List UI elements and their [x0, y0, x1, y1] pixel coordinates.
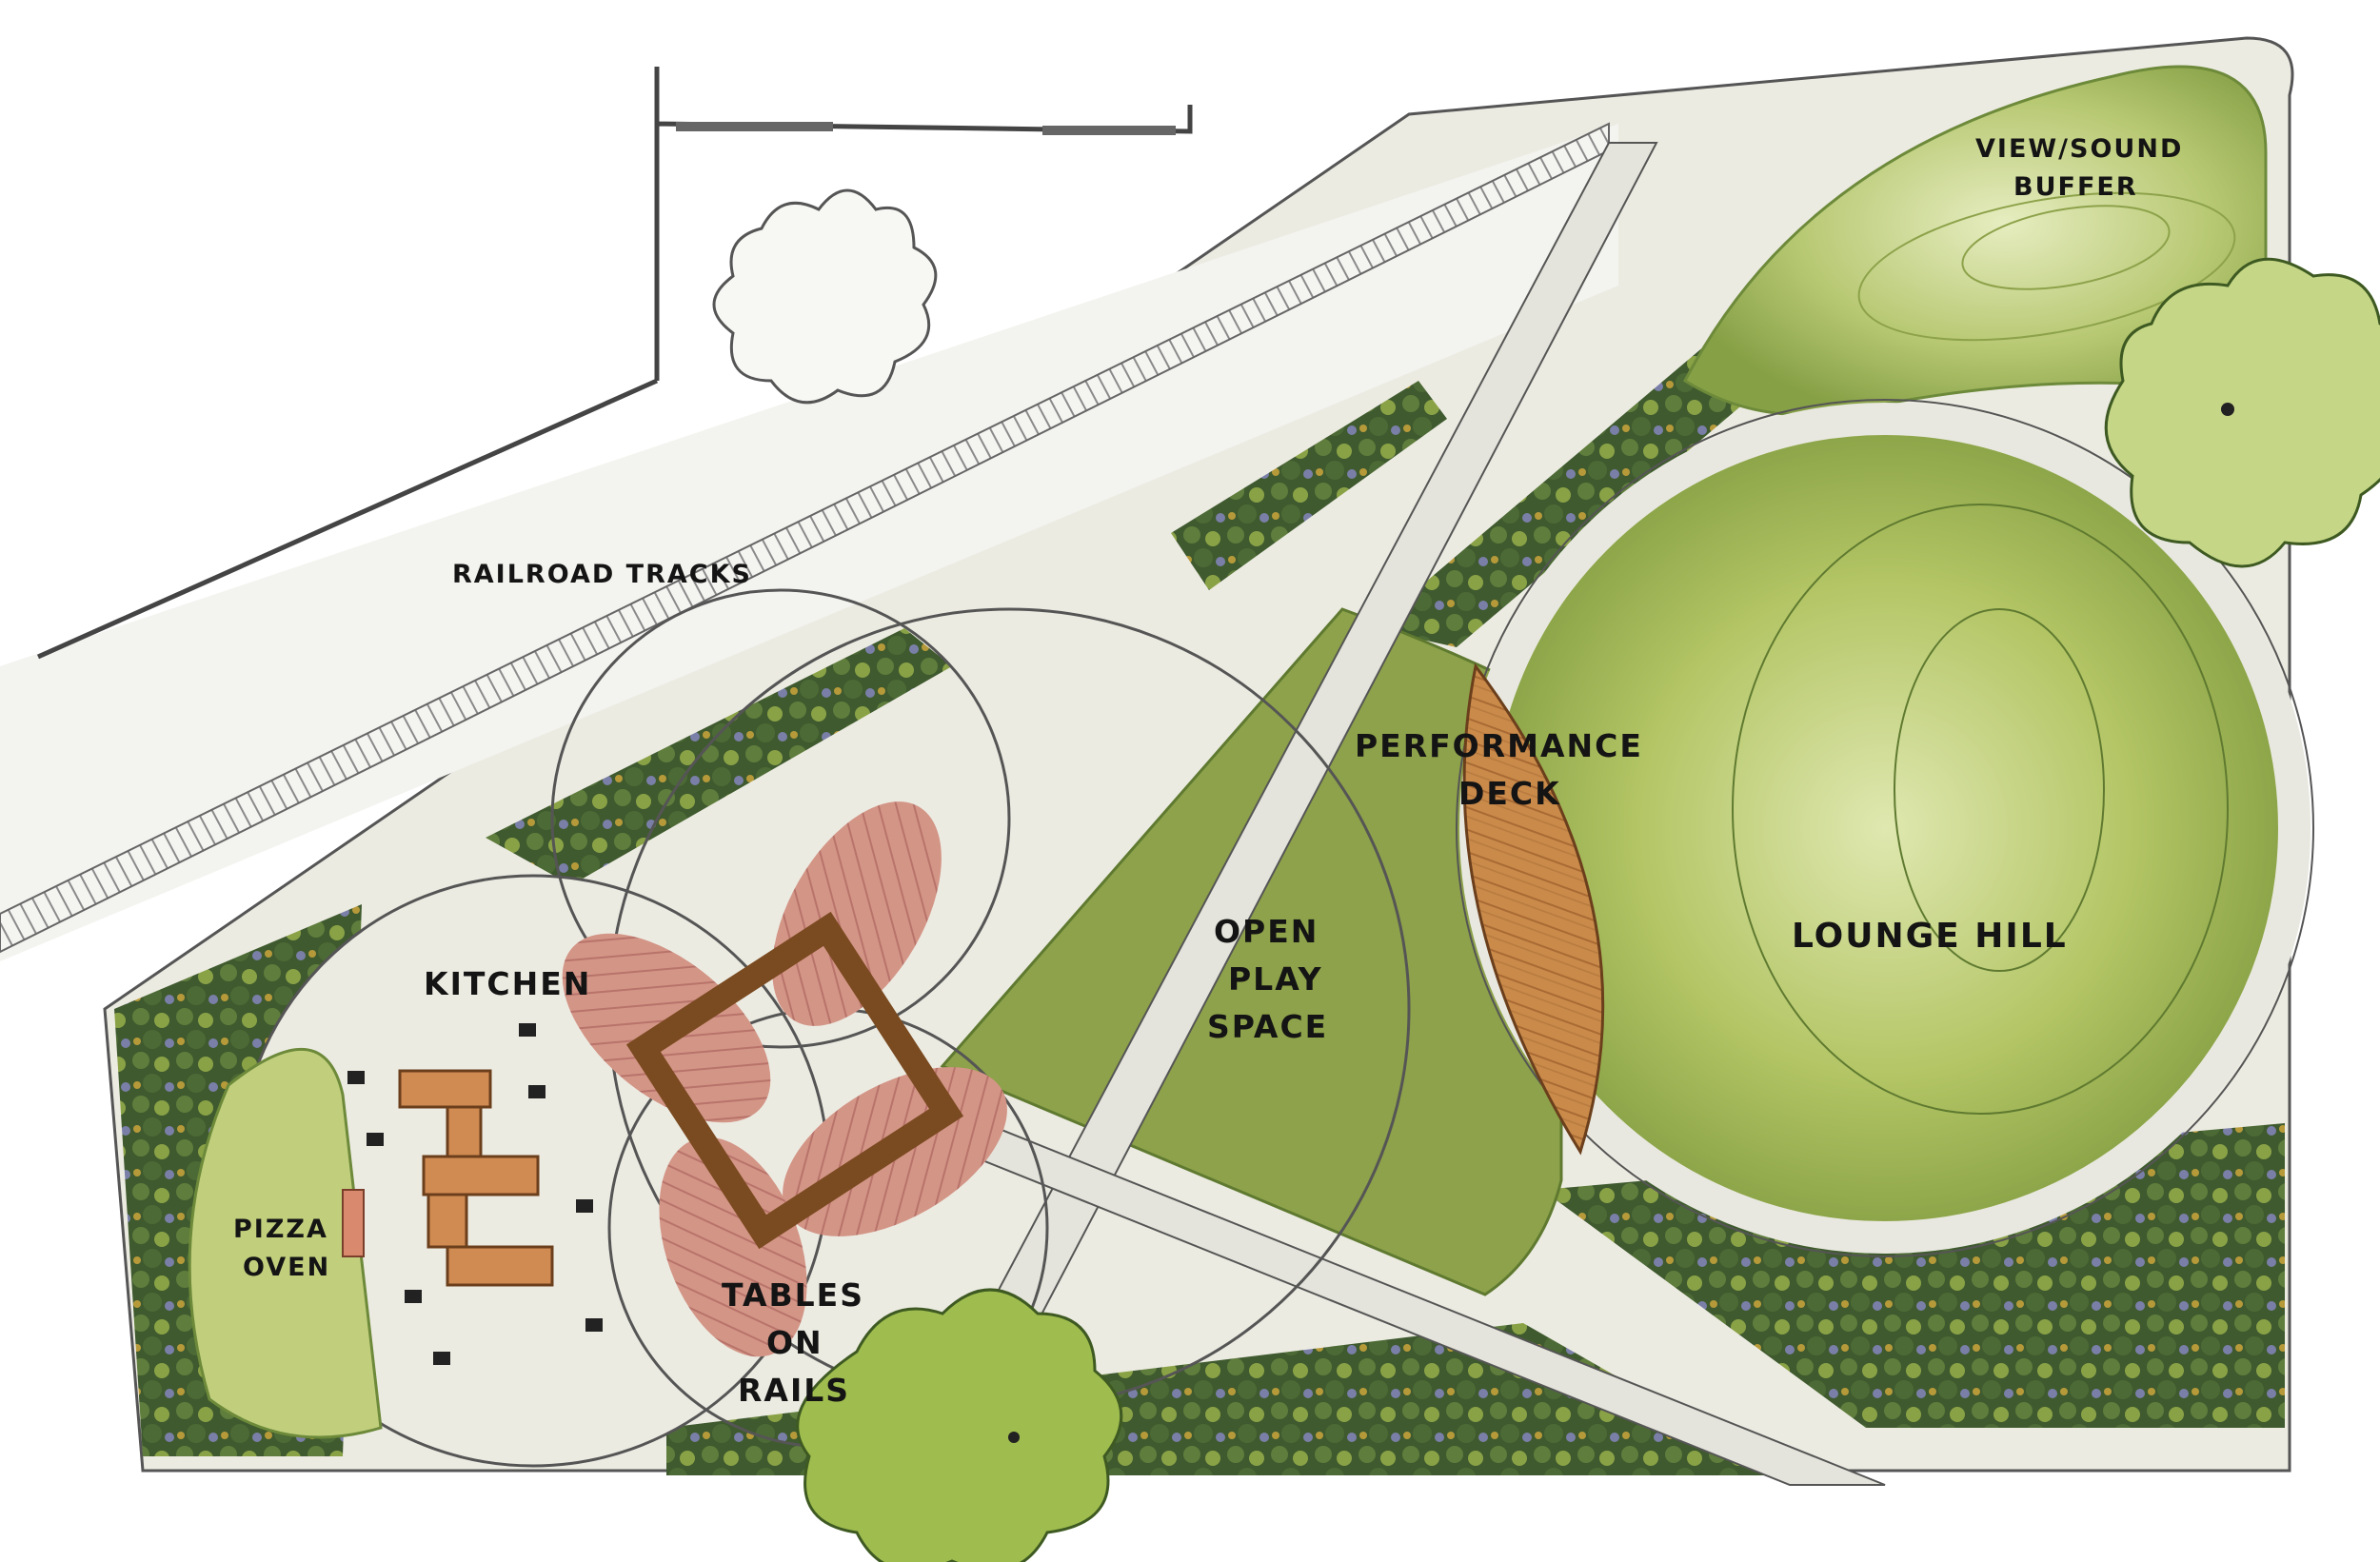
grill [519, 1023, 536, 1037]
label-open-play-line1: OPEN [1214, 913, 1319, 950]
plaza-ring [550, 588, 1011, 1049]
kitchen-tables [398, 1069, 554, 1287]
table [422, 1155, 540, 1196]
label-open-play-line2: PLAY [1228, 960, 1323, 998]
tree-right [2104, 257, 2380, 568]
tree-trunk [2221, 403, 2234, 416]
fence-gate [1042, 126, 1176, 135]
grill [405, 1290, 422, 1303]
hedge-upper [486, 628, 952, 885]
label-view-sound-buffer-line2: BUFFER [2013, 172, 2138, 202]
table [398, 1069, 492, 1109]
label-tables-on-rails-line3: RAILS [738, 1372, 850, 1409]
label-kitchen: KITCHEN [424, 965, 591, 1002]
brick-petal [772, 801, 942, 1026]
performance-deck [1462, 662, 1605, 1156]
table [426, 1193, 468, 1249]
label-railroad-tracks: RAILROAD TRACKS [452, 560, 752, 589]
tree-outline [712, 188, 938, 405]
label-view-sound-buffer-line1: VIEW/SOUND [1975, 134, 2183, 164]
hill-contour [1732, 504, 2229, 1115]
table [446, 1245, 554, 1287]
central-platform [625, 911, 964, 1250]
label-lounge-hill: LOUNGE HILL [1792, 917, 2068, 956]
tree-lower [796, 1288, 1123, 1562]
label-pizza-oven-line2: OVEN [243, 1253, 330, 1282]
buffer-contour [1857, 191, 2236, 342]
property-fence [36, 67, 1193, 660]
hedge-upper-right [1371, 314, 1771, 647]
label-performance-deck-line1: PERFORMANCE [1355, 727, 1643, 764]
label-pizza-oven-line1: PIZZA [233, 1215, 328, 1244]
label-open-play-line3: SPACE [1207, 1008, 1328, 1045]
hedge-upper-mid [1171, 381, 1447, 590]
hill-contour [1894, 608, 2105, 972]
grill [576, 1199, 593, 1213]
brick-petal [659, 1137, 807, 1357]
lounge-hill-edge [1456, 399, 2314, 1257]
label-tables-on-rails-line2: ON [766, 1324, 823, 1361]
buffer-contour [1961, 205, 2171, 290]
grill [585, 1318, 603, 1332]
grill [347, 1071, 365, 1084]
grill [367, 1133, 384, 1146]
grill [433, 1352, 450, 1365]
tree-trunk [1008, 1432, 1020, 1443]
pizza-oven [342, 1189, 365, 1257]
pizza-oven-lawn [188, 1048, 383, 1439]
label-performance-deck-line2: DECK [1458, 775, 1561, 812]
fence-gate [676, 122, 833, 131]
label-tables-on-rails-line1: TABLES [722, 1276, 864, 1314]
grill [528, 1085, 545, 1098]
grill-stations [347, 1023, 603, 1365]
